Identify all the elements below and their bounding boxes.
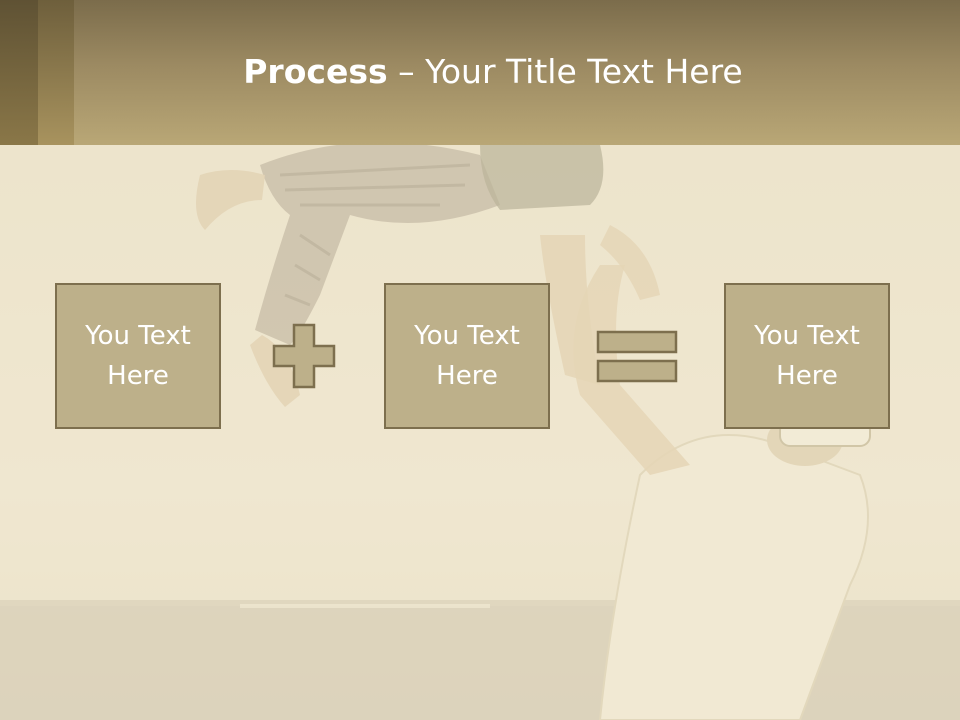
header-accent-bar — [0, 0, 38, 145]
background-photo — [0, 145, 960, 720]
title-bar: Process – Your Title Text Here — [0, 0, 960, 145]
title-bold: Process — [243, 52, 388, 91]
process-box-1[interactable]: You Text Here — [55, 283, 221, 429]
title-rest: – Your Title Text Here — [387, 52, 743, 91]
process-box-3[interactable]: You Text Here — [724, 283, 890, 429]
plus-icon — [272, 323, 336, 389]
beach-scene-image — [0, 145, 960, 720]
process-box-2[interactable]: You Text Here — [384, 283, 550, 429]
process-box-2-label: You Text Here — [414, 321, 520, 391]
process-box-3-label: You Text Here — [754, 321, 860, 391]
header-accent-bar-light — [38, 0, 74, 145]
slide-title: Process – Your Title Text Here — [0, 52, 960, 91]
process-box-1-label: You Text Here — [85, 321, 191, 391]
equals-icon — [596, 330, 678, 383]
